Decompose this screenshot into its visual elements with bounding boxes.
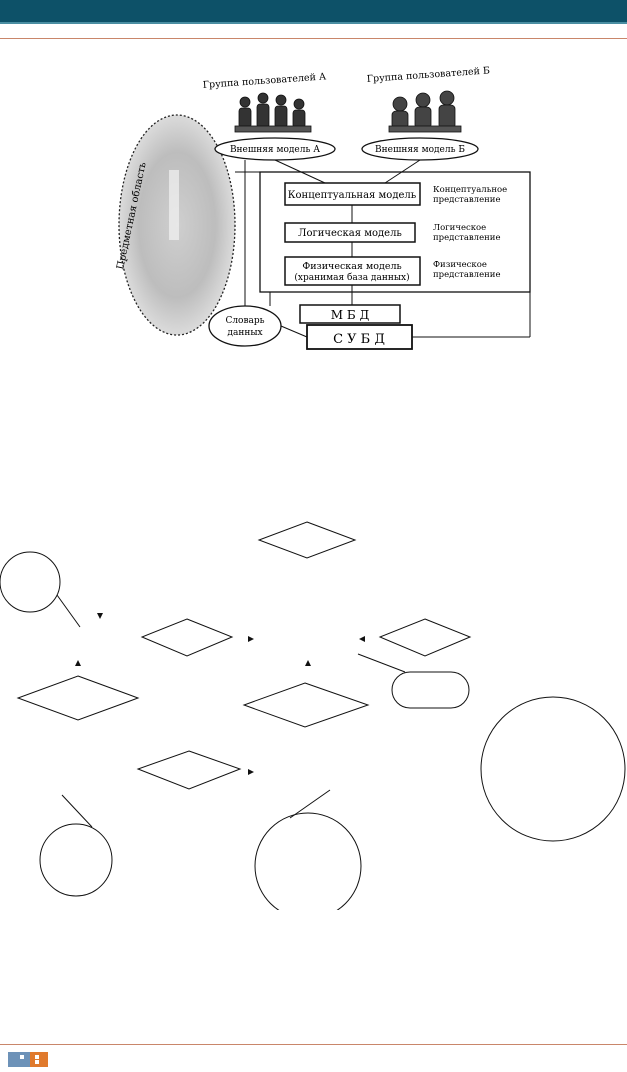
database-architecture-scheme: Предметная область Группа пользователей … [115,65,531,350]
logical-model-label: Логическая модель [298,228,402,239]
flow-diamond-mid-right [378,618,472,657]
flow-circle-bottom-left [39,823,113,897]
logical-view-line1: Логическое [433,223,486,233]
flow-connectors [56,594,406,828]
conceptual-view-line2: представление [433,195,500,205]
conceptual-view-line1: Концептуальное [433,185,507,195]
mbd-label: М Б Д [331,308,370,322]
flow-diamond-mid-left [140,618,234,657]
flow-rounded-box [391,671,470,709]
logo-blue-block [8,1052,30,1067]
subd-label: С У Б Д [333,332,385,347]
subject-area-highlight [169,170,179,240]
external-model-a-label: Внешняя модель А [230,145,320,155]
subd-box [306,324,413,350]
header-bar [0,0,627,24]
publisher-logo [8,1052,48,1067]
logical-model-box [284,222,416,243]
views-frame [259,171,531,293]
logo-orange-block [30,1052,48,1067]
physical-model-line1: Физическая модель [302,261,401,272]
user-group-b-icon [388,90,462,133]
data-dictionary [208,305,282,347]
flow-arrowheads [75,613,365,775]
footer-rule [0,1044,627,1045]
flow-diamond-lower-mid [242,682,370,728]
data-dictionary-line1: Словарь [225,316,264,326]
flow-circle-left [0,551,61,613]
physical-view-line2: представление [433,270,500,280]
physical-model-line2: (хранимая база данных) [294,272,409,283]
user-group-a-icon [234,92,312,133]
flow-circle-bottom-mid [254,812,362,910]
physical-view-line1: Физическое [433,260,487,270]
flow-diamond-lower-left [16,675,140,721]
header-rule [0,38,627,39]
data-dictionary-line2: данных [227,328,262,338]
group-b-label: Группа пользователей Б [366,65,490,85]
conceptual-model-label: Концептуальная модель [288,190,417,201]
mbd-box [299,304,401,324]
blank-flowchart-outline [0,521,626,910]
external-model-b-label: Внешняя модель Б [375,145,465,155]
logical-view-line2: представление [433,233,500,243]
group-a-label: Группа пользователей А [202,71,327,91]
flow-diamond-bottom [136,750,242,790]
flow-circle-big-right [480,696,626,842]
scheme-connectors [235,159,531,338]
flow-diamond-top [257,521,357,559]
